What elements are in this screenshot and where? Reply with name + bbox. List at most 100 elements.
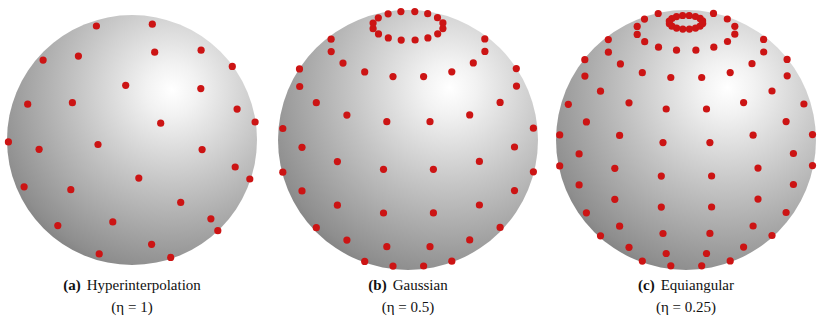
sample-point	[673, 25, 680, 32]
sample-point	[96, 250, 103, 257]
caption-text: Equiangular	[661, 277, 734, 293]
sample-point	[809, 162, 816, 169]
sample-point	[328, 36, 335, 43]
sample-point	[383, 243, 390, 250]
sample-point	[679, 26, 686, 33]
sample-point	[385, 34, 392, 41]
sample-point	[748, 60, 755, 67]
sample-point	[809, 131, 816, 138]
sample-point	[424, 34, 431, 41]
sample-point	[740, 99, 747, 106]
sample-point	[448, 68, 455, 75]
sample-point	[361, 258, 368, 265]
sample-point	[790, 150, 797, 157]
sample-point	[476, 201, 483, 208]
sample-point	[380, 166, 387, 173]
sample-point	[69, 99, 76, 106]
sample-point	[389, 263, 396, 270]
sample-point	[556, 131, 563, 138]
sample-point	[750, 132, 757, 139]
sample-point	[784, 56, 791, 63]
caption-text: (η = 0.5)	[382, 299, 435, 315]
sample-point	[197, 85, 204, 92]
sample-point	[93, 22, 100, 29]
sample-point	[565, 101, 572, 108]
sample-point	[768, 232, 775, 239]
sample-point	[109, 218, 116, 225]
sample-point	[634, 23, 641, 30]
sample-point	[385, 10, 392, 17]
sample-point	[448, 258, 455, 265]
sample-point	[625, 99, 632, 106]
sample-point	[339, 60, 346, 67]
sample-point	[641, 38, 648, 45]
sample-point	[424, 10, 431, 17]
sample-point	[214, 227, 221, 234]
sample-point	[583, 209, 590, 216]
sample-point	[199, 146, 206, 153]
sample-point	[513, 83, 520, 90]
sample-point	[710, 44, 717, 51]
sample-point	[135, 175, 142, 182]
sample-point	[296, 83, 303, 90]
sample-point	[54, 222, 61, 229]
sample-point	[724, 15, 731, 22]
sample-point	[313, 99, 320, 106]
sample-point	[513, 65, 520, 72]
sample-point	[466, 236, 473, 243]
sample-point	[703, 105, 710, 112]
sample-point	[426, 118, 433, 125]
sample-point	[754, 196, 761, 203]
sample-point	[207, 215, 214, 222]
sample-point	[5, 138, 12, 145]
sample-point	[334, 158, 341, 165]
sample-point	[703, 250, 710, 257]
sample-point	[370, 25, 377, 32]
sample-point	[470, 59, 477, 66]
sample-point	[760, 36, 767, 43]
subfigure-caption: (a)Hyperinterpolation(η = 1)	[63, 274, 201, 318]
sample-point	[727, 69, 734, 76]
subfigure-caption: (b)Gaussian(η = 0.5)	[368, 274, 447, 318]
sample-point	[383, 118, 390, 125]
sample-point	[430, 166, 437, 173]
caption-text: (a)	[63, 277, 81, 293]
sample-point	[412, 36, 419, 43]
sample-point	[397, 8, 404, 15]
sample-point	[616, 132, 623, 139]
caption-text: (η = 0.25)	[656, 299, 716, 315]
sample-point	[698, 262, 705, 269]
sample-point	[605, 49, 612, 56]
sample-point	[727, 257, 734, 264]
sample-point	[148, 241, 155, 248]
sample-point	[659, 139, 666, 146]
sample-point	[760, 48, 767, 55]
sample-point	[625, 244, 632, 251]
sample-point	[420, 262, 427, 269]
sample-point	[298, 144, 305, 151]
sample-point	[583, 118, 590, 125]
sample-point	[581, 73, 588, 80]
sphere	[7, 15, 257, 265]
sample-point	[710, 10, 717, 17]
sample-point	[611, 196, 618, 203]
sample-point	[740, 244, 747, 251]
sample-point	[673, 47, 680, 54]
sample-point	[21, 183, 28, 190]
sphere	[278, 10, 538, 270]
sample-point	[784, 72, 791, 79]
sample-point	[511, 143, 518, 150]
sample-point	[430, 209, 437, 216]
sample-point	[439, 25, 446, 32]
sample-point	[754, 165, 761, 172]
sample-point	[167, 254, 174, 261]
sample-point	[783, 209, 790, 216]
sample-point	[279, 169, 286, 176]
sample-point	[361, 68, 368, 75]
sample-point	[663, 250, 670, 257]
sample-point	[420, 73, 427, 80]
sample-point	[663, 105, 670, 112]
caption-text: (η = 1)	[111, 299, 152, 315]
